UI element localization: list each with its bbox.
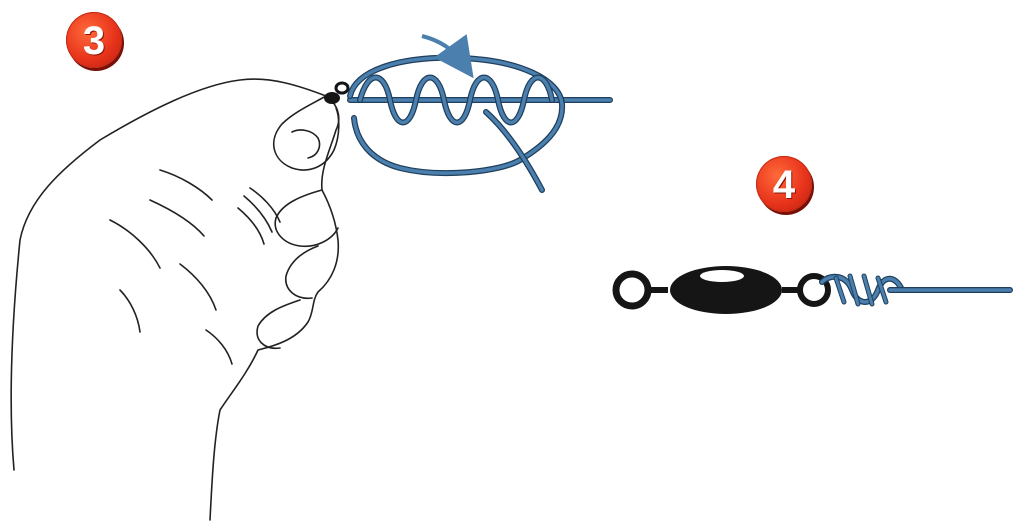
wrinkle: [160, 170, 212, 200]
wrinkle: [244, 196, 272, 232]
middle-finger: [286, 246, 318, 298]
wrinkle: [110, 220, 160, 268]
hand-outline: [11, 79, 339, 520]
hand-holding-swivel-icon: [11, 79, 339, 520]
clinch-knot-icon: [822, 276, 1010, 304]
barrel-swivel-icon: [616, 266, 828, 314]
wrinkle: [150, 200, 204, 236]
wrinkle: [120, 290, 140, 332]
wrinkle: [206, 330, 232, 364]
thumbnail: [292, 130, 320, 158]
held-swivel-icon: [324, 83, 348, 104]
wrinkle: [180, 264, 216, 310]
thumb: [274, 96, 339, 170]
fishing-line-step3: [350, 58, 610, 190]
ring-finger: [257, 300, 300, 348]
index-finger: [275, 190, 338, 246]
